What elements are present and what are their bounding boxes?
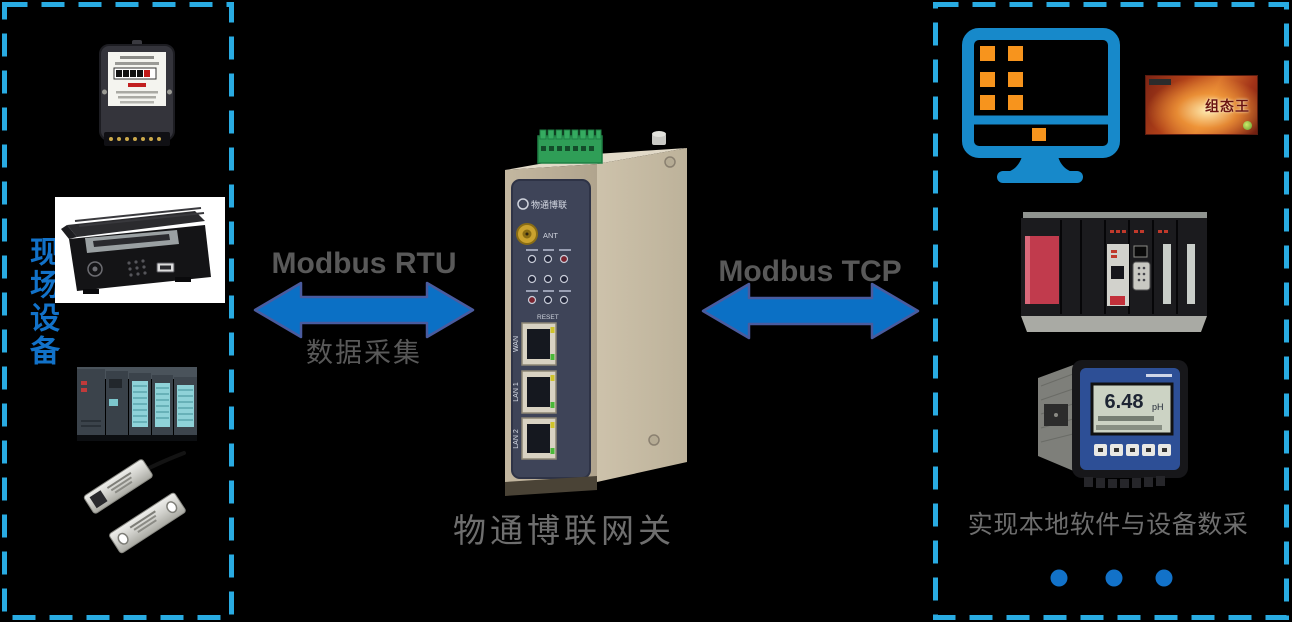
gateway-brand: 物通博联 (531, 199, 567, 210)
led-indicators (526, 249, 571, 305)
mitsubishi-plc-icon (1021, 212, 1207, 332)
mobile-dvr-icon (55, 197, 225, 303)
field-devices-label: 现场设备 (25, 236, 58, 368)
ethernet-port-lan1: LAN 1 (513, 370, 557, 414)
ph-buttons (1094, 444, 1171, 456)
dot-2 (1105, 569, 1123, 587)
right-panel-caption: 实现本地软件与设备数采 (967, 511, 1249, 539)
ph-reading: 6.48 (1105, 391, 1144, 413)
ant-label: ANT (543, 231, 558, 240)
energy-meter-icon (99, 40, 175, 146)
modbus-rtu-arrow (253, 281, 475, 339)
door-magnetic-sensor-icon (83, 451, 186, 554)
scada-software-splash: 组态王 (1145, 75, 1258, 135)
svg-text:WAN: WAN (513, 336, 520, 352)
splash-titlebar (1149, 79, 1171, 85)
ethernet-port-lan2: LAN 2 (513, 417, 557, 460)
reset-label: RESET (537, 314, 559, 321)
dot-1 (1050, 569, 1068, 587)
data-collection-label: 数据采集 (306, 338, 422, 368)
desktop-computer-icon (962, 28, 1120, 183)
ethernet-port-wan: WAN (513, 322, 557, 366)
modbus-tcp-arrow (701, 282, 920, 340)
app-grid-squares (980, 46, 1046, 141)
gateway-device: 物通博联 ANT RESET (505, 129, 687, 496)
splash-logo-icon (1243, 121, 1252, 130)
terminal-block (537, 129, 603, 164)
ph-unit: pH (1152, 402, 1164, 412)
ellipsis-dots (1050, 569, 1173, 587)
modbus-tcp-label: Modbus TCP (718, 255, 902, 288)
svg-text:LAN 2: LAN 2 (513, 429, 520, 449)
gateway-caption: 物通博联网关 (453, 512, 675, 549)
dot-3 (1155, 569, 1173, 587)
modbus-rtu-label: Modbus RTU (271, 247, 457, 280)
svg-text:LAN 1: LAN 1 (513, 382, 520, 402)
splash-title: 组态王 (1205, 98, 1250, 114)
gateway-logo-icon (517, 198, 529, 210)
power-connector (652, 134, 666, 145)
ph-controller-icon: 6.48 pH (1038, 360, 1188, 488)
field-devices-box (2, 2, 234, 620)
siemens-plc-icon (77, 367, 197, 441)
